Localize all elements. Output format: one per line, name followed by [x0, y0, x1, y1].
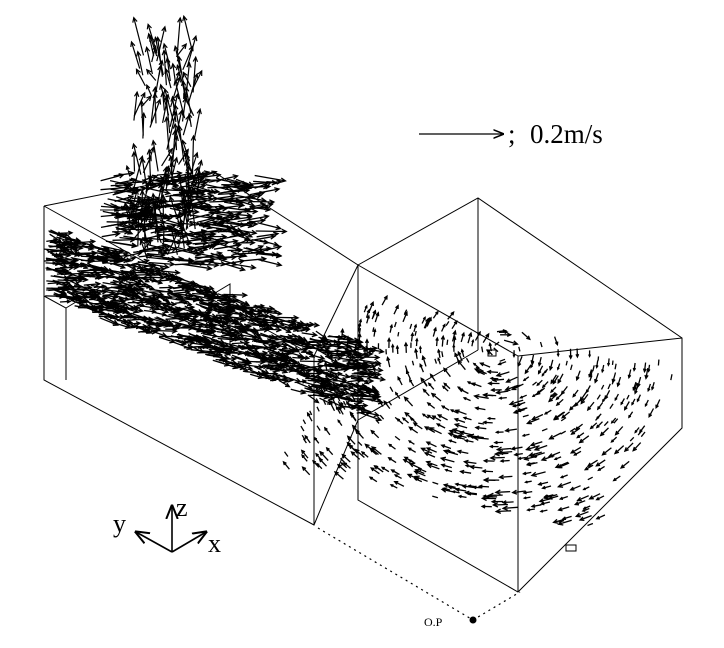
scale-value: 0.2m/s [530, 119, 603, 149]
right-room-outline [357, 197, 683, 593]
y-axis-label: y [113, 509, 126, 538]
x-axis-arrow [171, 532, 206, 553]
rising-plume [123, 14, 205, 259]
origin-label: O.P [424, 615, 443, 629]
scale-separator: ; [508, 119, 516, 149]
x-axis-label: x [208, 529, 221, 558]
origin-guides [317, 527, 521, 621]
velocity-vectors [43, 170, 673, 527]
origin-point [469, 616, 477, 624]
z-axis-label: z [176, 493, 188, 522]
right-room-top-front [517, 337, 683, 357]
y-axis-arrow [136, 532, 173, 553]
axis-triad [136, 506, 206, 553]
room-wireframe [43, 171, 683, 593]
outlet-vent [565, 544, 577, 552]
right-room-floor-line [357, 349, 479, 421]
left-room-step [43, 295, 67, 380]
right-room-top-edge [357, 264, 519, 357]
